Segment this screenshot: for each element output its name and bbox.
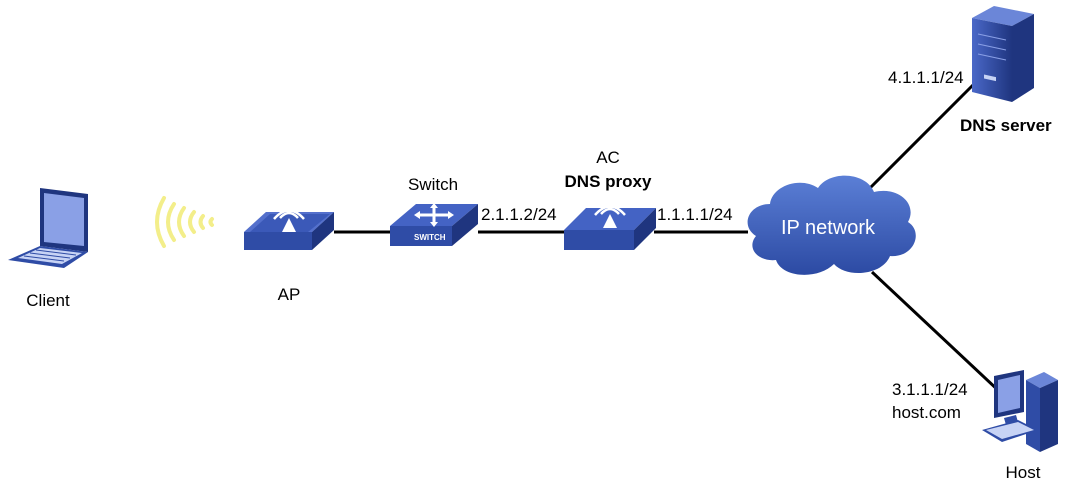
dns-server-ip: 4.1.1.1/24 — [888, 68, 964, 87]
desktop-pc-icon — [982, 370, 1058, 452]
link-network-dns-server — [868, 80, 978, 190]
cloud-icon — [747, 175, 916, 275]
switch-icon: SWITCH — [390, 203, 478, 246]
switch-label: Switch — [408, 175, 458, 194]
host-ip: 3.1.1.1/24 — [892, 380, 968, 399]
switch-badge: SWITCH — [414, 233, 446, 242]
access-point-icon — [244, 209, 334, 250]
client-label: Client — [26, 291, 70, 310]
server-tower-icon — [972, 6, 1034, 102]
links — [334, 80, 1002, 394]
host-domain: host.com — [892, 403, 961, 422]
host-label: Host — [1006, 463, 1041, 482]
ac-network-interface-ip: 1.1.1.1/24 — [657, 205, 733, 224]
switch-ac-interface-ip: 2.1.1.2/24 — [481, 205, 557, 224]
ip-network-label: IP network — [781, 217, 876, 239]
wireless-signal-icon — [155, 196, 214, 248]
dns-server-label: DNS server — [960, 116, 1052, 135]
ac-role-label: DNS proxy — [565, 172, 652, 191]
laptop-icon — [8, 188, 88, 268]
ac-label: AC — [596, 148, 620, 167]
wireless-controller-icon — [564, 205, 656, 250]
link-network-host — [870, 270, 1002, 394]
ap-label: AP — [278, 285, 301, 304]
